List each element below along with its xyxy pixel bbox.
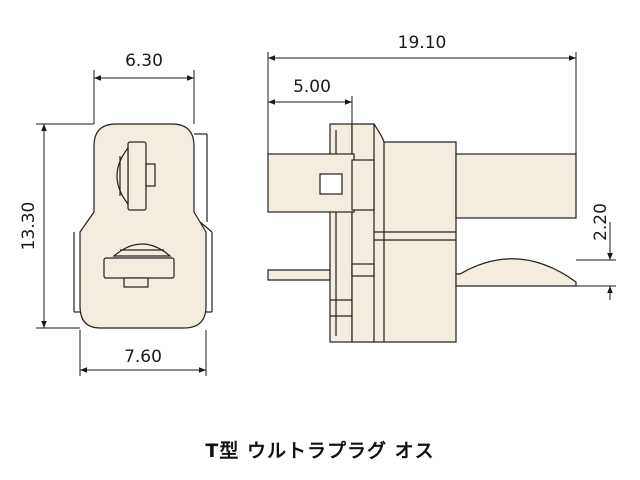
dim-label-bottom-width: 7.60 [124, 347, 162, 367]
diagram-caption: T型 ウルトラプラグ オス [205, 440, 435, 462]
side-pin-lower [267, 269, 331, 281]
side-dimensions [267, 52, 616, 300]
dim-label-partial-length: 5.00 [293, 77, 331, 97]
side-pin-right-lower [455, 258, 577, 287]
side-view [267, 123, 577, 343]
side-pin-window [319, 173, 343, 195]
dim-label-height: 13.30 [19, 202, 39, 251]
side-housing-main [351, 123, 457, 343]
dim-label-total-length: 19.10 [398, 33, 447, 53]
dim-label-pin-thickness: 2.20 [591, 203, 611, 241]
side-pin-right-upper [455, 153, 577, 219]
dim-label-top-width: 6.30 [125, 51, 163, 71]
front-pin-vertical [116, 141, 156, 211]
front-dimensions [36, 70, 207, 376]
front-pin-horizontal [103, 243, 175, 288]
front-view [73, 123, 213, 329]
